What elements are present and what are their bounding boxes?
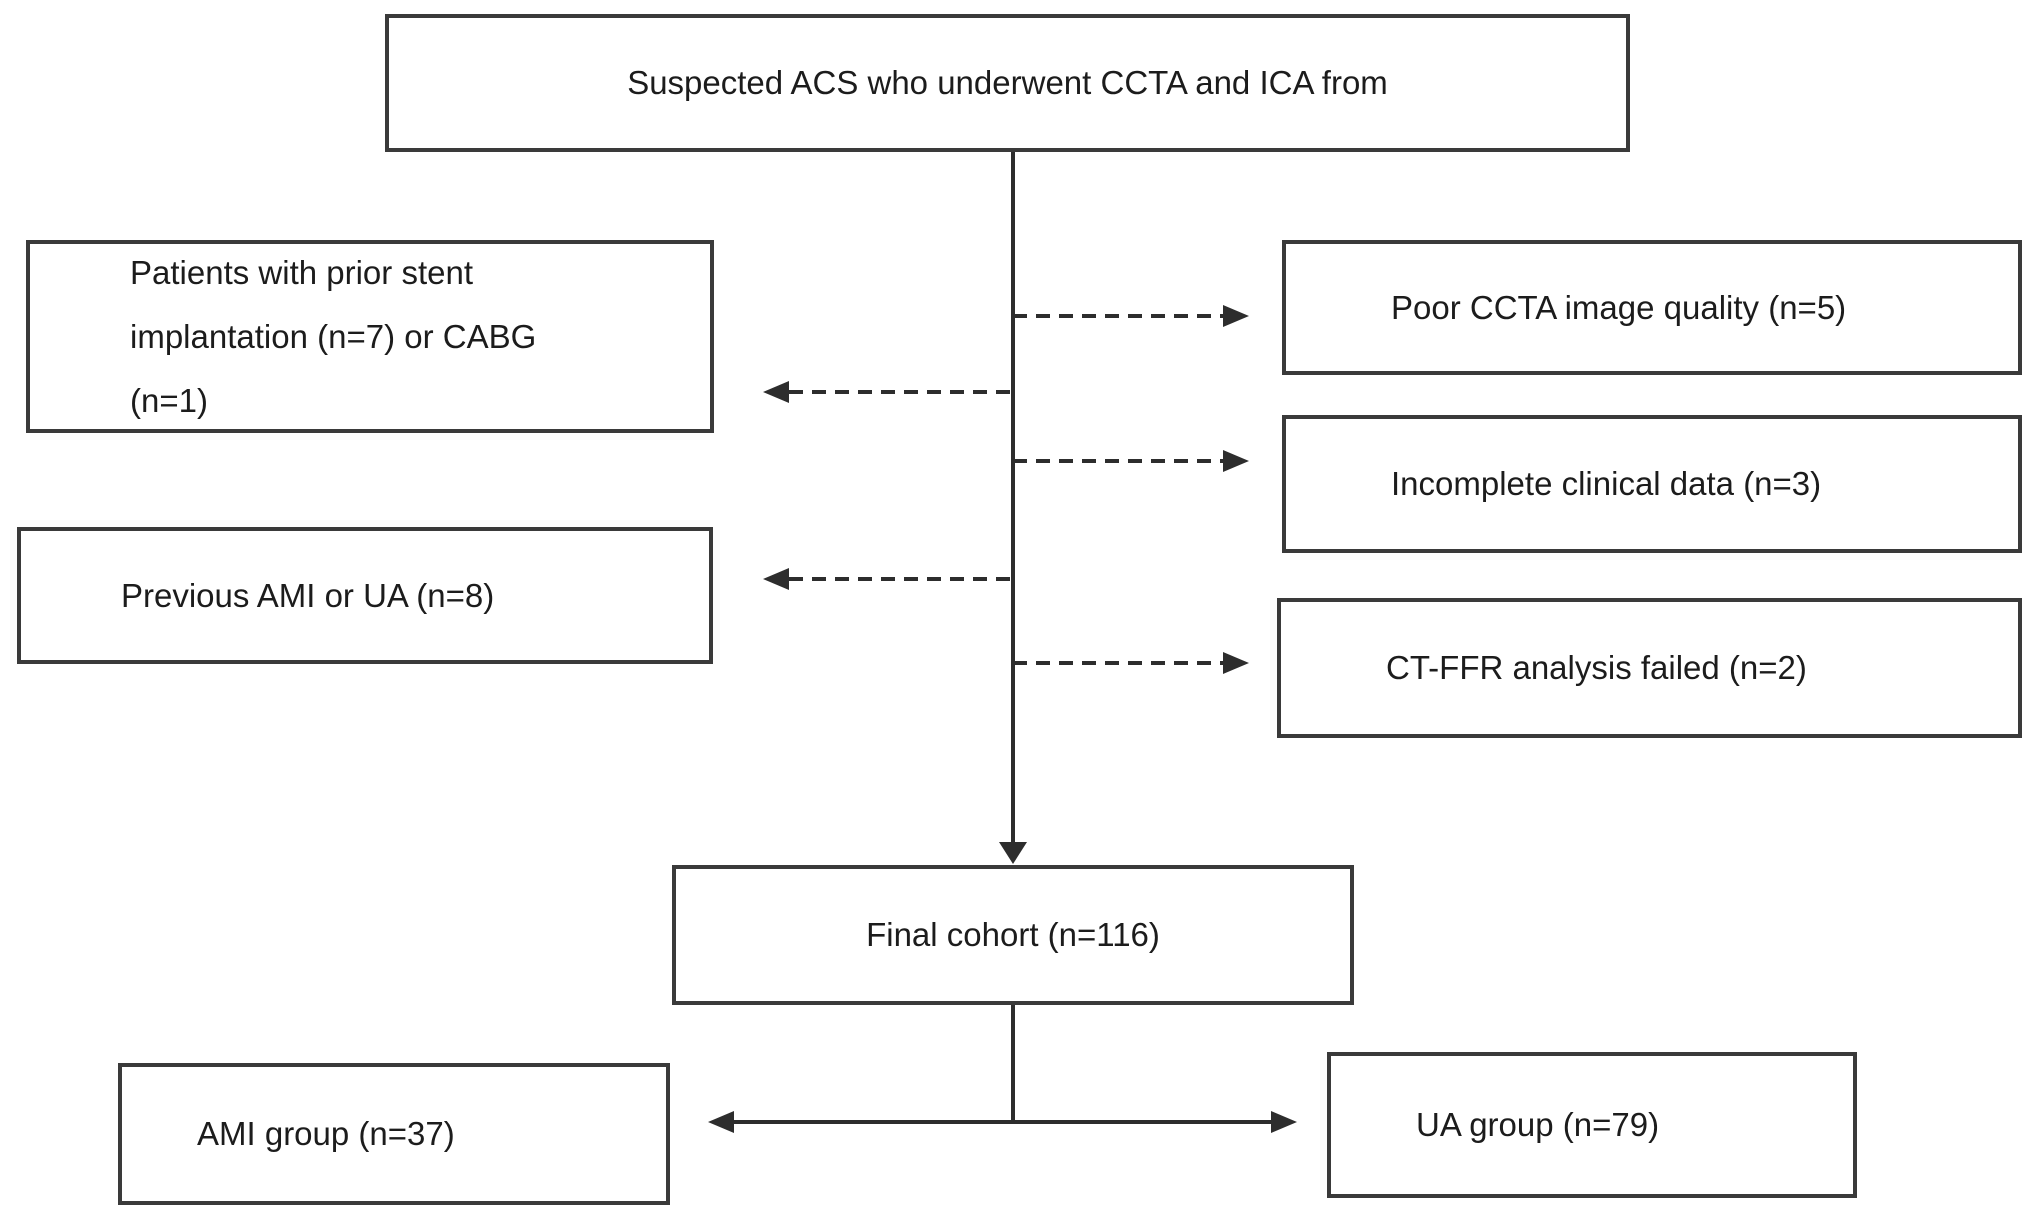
right-arrowhead-icon — [1223, 450, 1249, 472]
node-ami-group: AMI group (n=37) — [118, 1063, 670, 1205]
node-ua-group-label: UA group (n=79) — [1416, 1106, 1660, 1144]
node-prior-stent-cabg-label: Patients with prior stent implantation (… — [130, 241, 536, 433]
dashed-arrow-to-prior-stent — [789, 390, 1013, 394]
node-incomplete-clinical-data: Incomplete clinical data (n=3) — [1282, 415, 2022, 553]
left-arrowhead-icon — [763, 381, 789, 403]
node-final-cohort-label: Final cohort (n=116) — [866, 916, 1160, 954]
node-final-cohort: Final cohort (n=116) — [672, 865, 1354, 1005]
node-poor-ccta-quality-label: Poor CCTA image quality (n=5) — [1391, 288, 1847, 326]
node-previous-ami-ua: Previous AMI or UA (n=8) — [17, 527, 713, 664]
node-ua-group: UA group (n=79) — [1327, 1052, 1857, 1198]
main-flow-line — [1011, 152, 1015, 844]
left-arrowhead-icon — [708, 1111, 734, 1133]
down-arrowhead-icon — [999, 842, 1027, 864]
node-incomplete-clinical-data-label: Incomplete clinical data (n=3) — [1391, 465, 1822, 503]
node-prior-stent-cabg: Patients with prior stent implantation (… — [26, 240, 714, 433]
dashed-arrow-to-previous-ami — [789, 577, 1013, 581]
node-suspected-acs-label: Suspected ACS who underwent CCTA and ICA… — [627, 64, 1388, 102]
left-arrowhead-icon — [763, 568, 789, 590]
dashed-arrow-to-ctffr-failed — [1013, 661, 1223, 665]
dashed-arrow-to-poor-ccta — [1013, 314, 1223, 318]
prior-stent-line-2: implantation (n=7) or CABG — [130, 317, 537, 355]
node-ami-group-label: AMI group (n=37) — [197, 1115, 455, 1153]
right-arrowhead-icon — [1223, 652, 1249, 674]
prior-stent-line-3: (n=1) — [130, 381, 208, 419]
final-cohort-split-line — [1011, 1005, 1015, 1123]
right-arrowhead-icon — [1223, 305, 1249, 327]
node-previous-ami-ua-label: Previous AMI or UA (n=8) — [121, 576, 495, 614]
right-arrowhead-icon — [1271, 1111, 1297, 1133]
prior-stent-line-1: Patients with prior stent — [130, 253, 473, 291]
node-suspected-acs: Suspected ACS who underwent CCTA and ICA… — [385, 14, 1630, 152]
node-ctffr-failed: CT-FFR analysis failed (n=2) — [1277, 598, 2022, 738]
dashed-arrow-to-incomplete-data — [1013, 459, 1223, 463]
node-poor-ccta-quality: Poor CCTA image quality (n=5) — [1282, 240, 2022, 375]
group-split-arrow-line — [720, 1120, 1285, 1124]
node-ctffr-failed-label: CT-FFR analysis failed (n=2) — [1386, 649, 1807, 687]
